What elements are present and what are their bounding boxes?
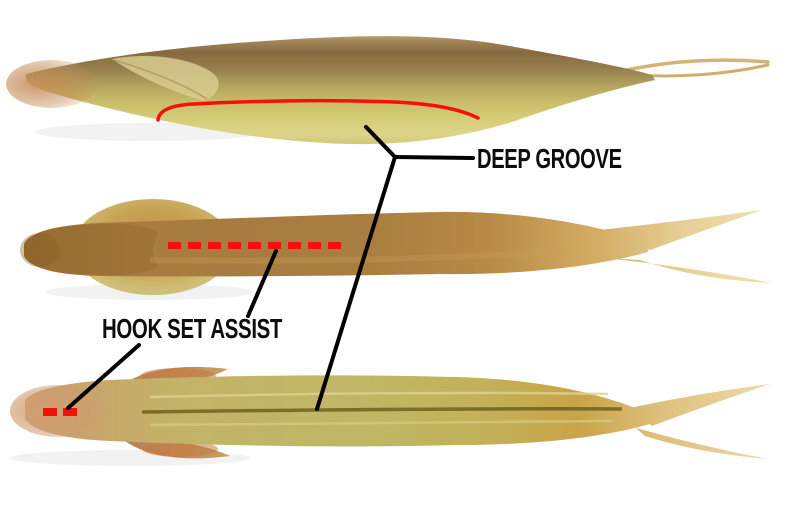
- lure-top-view: [20, 199, 772, 295]
- lure-bottom-fin-lower-tint: [142, 441, 218, 457]
- leader-line-hook-set-to-bottom-view: [66, 343, 141, 410]
- hook-set-assist-dash: [168, 242, 181, 249]
- leader-line-deep-groove-to-bottom-view: [315, 155, 397, 411]
- lure-top-tail-tine-lower: [605, 258, 772, 283]
- lure-side-tail-strand-upper: [620, 58, 770, 73]
- hook-set-assist-dash: [268, 242, 281, 249]
- lure-bottom-groove-line: [141, 406, 623, 414]
- lure-bottom-view: [10, 366, 770, 459]
- lure-top-tail-tine-upper: [600, 210, 762, 250]
- hook-set-assist-label: HOOK SET ASSIST: [102, 313, 283, 344]
- lure-bottom-tail-tine-lower: [636, 428, 768, 459]
- deep-groove-label: DEEP GROOVE: [477, 143, 622, 174]
- leader-line-deep-groove-to-side-view: [364, 125, 397, 159]
- hook-set-assist-dash: [188, 242, 201, 249]
- hook-set-assist-dash: [328, 242, 341, 249]
- hook-set-assist-dash: [248, 242, 261, 249]
- lure-bottom-nose-tint: [10, 385, 106, 437]
- hook-set-assist-dash: [43, 408, 57, 416]
- lure-side-nose-tint: [6, 60, 98, 108]
- lure-bottom-ridge-highlight-lower: [149, 419, 613, 427]
- lure-side-flap-crease: [113, 59, 208, 100]
- hook-set-assist-dash: [208, 242, 221, 249]
- leader-line-hook-set-to-top-view: [246, 249, 278, 318]
- deep-groove-highlight-arc: [156, 98, 480, 122]
- hook-set-assist-dash: [288, 242, 301, 249]
- hook-set-assist-dash: [63, 408, 77, 416]
- lure-side-view: [6, 36, 770, 145]
- lure-bottom-ridge-highlight-upper: [149, 391, 609, 399]
- lure-top-head-shade: [24, 223, 158, 276]
- lure-bottom-tail-tine-upper: [630, 384, 770, 426]
- hook-set-assist-dash: [228, 242, 241, 249]
- hook-set-assist-dash: [308, 242, 321, 249]
- lure-top-center-sheen: [149, 248, 571, 264]
- leader-line-deep-groove-horizontal: [393, 155, 475, 160]
- hook-set-assist-marks-bottom-view: [43, 408, 77, 416]
- lure-top-nose-shade: [20, 233, 60, 267]
- hook-set-assist-marks-top-view: [168, 242, 341, 249]
- leader-lines: [66, 125, 475, 411]
